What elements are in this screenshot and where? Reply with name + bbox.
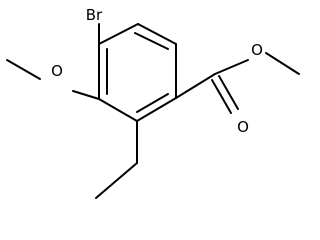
ester-oxygen-label: O — [251, 41, 263, 59]
bond-c3-carbonyl-carbon — [175, 73, 216, 99]
bond-carbonyl-double-a — [211, 79, 232, 114]
ring-bond-c2-c3 — [137, 23, 177, 45]
bond-c6-methoxy-oxygen — [72, 90, 100, 100]
bond-ethyl-ch2-ch3 — [95, 162, 138, 199]
methoxy-oxygen-label: O — [51, 62, 63, 80]
ring-bond-c4-c5 — [136, 97, 177, 122]
ring-bond-c5-c6 — [98, 98, 138, 122]
bond-carbonyl-double-b — [218, 75, 239, 110]
bond-carbonyl-carbon-ester-oxygen — [214, 59, 249, 75]
bond-methoxy-oxygen-methyl — [6, 59, 41, 80]
bond-ester-oxygen-methyl — [265, 52, 300, 75]
bromine-label: Br — [86, 6, 103, 24]
chemical-structure: Br O O O — [6, 6, 300, 199]
carbonyl-oxygen-label: O — [237, 118, 249, 136]
ring-bond-c3-c3-inner — [134, 32, 169, 50]
ring-bond-c1-c2 — [98, 23, 139, 45]
benzene-ring — [98, 23, 177, 122]
ring-bond-c4-c5-inner — [136, 93, 169, 113]
